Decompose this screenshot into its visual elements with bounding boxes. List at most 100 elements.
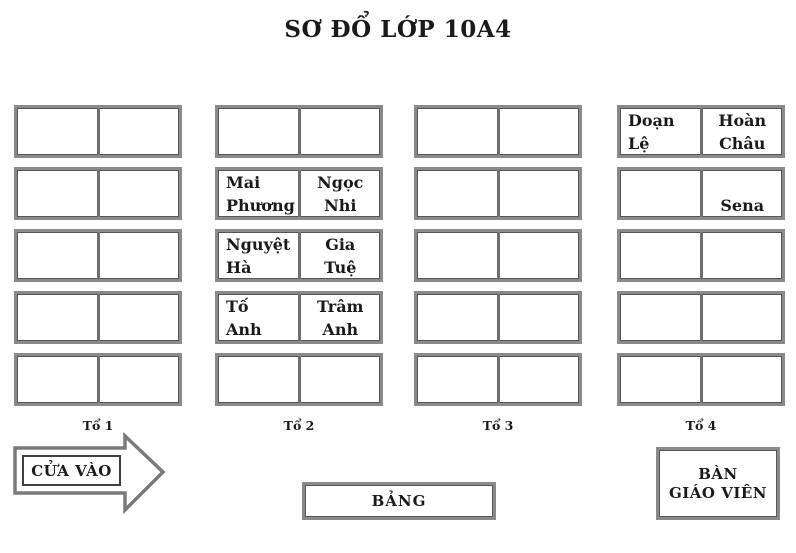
student-name-line xyxy=(100,233,180,256)
seat-right xyxy=(96,170,180,217)
page-title: SƠ ĐỔ LỚP 10A4 xyxy=(284,16,512,43)
teacher-desk-box: BÀN GIÁO VIÊN xyxy=(656,447,780,520)
student-name-line xyxy=(703,380,783,403)
student-name-line xyxy=(703,295,783,318)
student-name-line xyxy=(500,132,580,155)
student-name-line: Lệ xyxy=(628,134,650,153)
student-name-line: Anh xyxy=(322,320,359,339)
student-name-line xyxy=(100,256,180,279)
teacher-desk-line2: GIÁO VIÊN xyxy=(668,483,768,502)
seat-left xyxy=(17,170,97,217)
desk: Sena xyxy=(617,167,785,220)
student-name-line xyxy=(703,318,783,341)
seat-right xyxy=(699,294,783,341)
student-name-line: Châu xyxy=(719,134,766,153)
student-name-line: Phương xyxy=(226,196,295,215)
seat-right xyxy=(96,356,180,403)
desk xyxy=(14,291,182,344)
student-name-line xyxy=(620,380,700,403)
entrance-label: CỬA VÀO xyxy=(22,455,121,486)
student-name-line: Hoàn xyxy=(718,111,767,130)
seat-left xyxy=(620,232,700,279)
student-name-line xyxy=(17,194,97,217)
student-name-line xyxy=(100,380,180,403)
student-name-line xyxy=(17,357,97,380)
seat-left xyxy=(620,170,700,217)
group-label: Tổ 2 xyxy=(283,418,315,433)
student-name-line xyxy=(620,295,700,318)
desk-group-3: Tổ 3 xyxy=(414,105,582,433)
student-name-line: Tố xyxy=(226,297,249,316)
seat-left xyxy=(417,356,497,403)
student-name-line xyxy=(17,318,97,341)
student-name-line xyxy=(500,380,580,403)
group-label: Tổ 4 xyxy=(685,418,717,433)
desk xyxy=(215,353,383,406)
desk xyxy=(215,105,383,158)
group-label: Tổ 1 xyxy=(82,418,114,433)
student-name-line xyxy=(100,357,180,380)
student-name-line xyxy=(500,295,580,318)
desk xyxy=(14,229,182,282)
desk-group-1: Tổ 1 xyxy=(14,105,182,433)
seat-left xyxy=(17,356,97,403)
student-name-line: Gia xyxy=(325,235,356,254)
seat-left xyxy=(17,108,97,155)
desk xyxy=(414,291,582,344)
student-name-line xyxy=(301,132,381,155)
student-name-line xyxy=(620,194,700,217)
group-label: Tổ 3 xyxy=(482,418,514,433)
seat-right xyxy=(496,294,580,341)
student-name-line: Tuệ xyxy=(324,258,357,277)
seat-left xyxy=(218,356,298,403)
student-name-line: Hà xyxy=(226,258,252,277)
student-name-line xyxy=(17,171,97,194)
student-name-line xyxy=(500,109,580,132)
seat-right xyxy=(96,232,180,279)
teacher-desk-line1: BÀN xyxy=(698,464,738,483)
desk xyxy=(14,353,182,406)
board-box: BẢNG xyxy=(302,482,496,520)
student-name-line xyxy=(417,194,497,217)
seat-left xyxy=(417,294,497,341)
seat-right xyxy=(496,108,580,155)
student-name-line xyxy=(417,171,497,194)
desk xyxy=(14,167,182,220)
desk xyxy=(14,105,182,158)
desk xyxy=(414,353,582,406)
seat-right: Sena xyxy=(699,170,783,217)
student-name-line xyxy=(218,132,298,155)
student-name-line xyxy=(17,256,97,279)
desk xyxy=(617,229,785,282)
desk xyxy=(414,229,582,282)
seat-right xyxy=(496,356,580,403)
student-name-line: Trâm xyxy=(317,297,364,316)
student-name-line xyxy=(417,357,497,380)
seat-left xyxy=(17,294,97,341)
desk xyxy=(414,105,582,158)
student-name-line: Nhi xyxy=(324,196,357,215)
student-name-line: Ngọc xyxy=(317,173,364,192)
student-name-line xyxy=(703,256,783,279)
student-name-line xyxy=(620,318,700,341)
student-name-line xyxy=(620,171,700,194)
student-name-line xyxy=(301,357,381,380)
student-name-line xyxy=(417,233,497,256)
seat-right xyxy=(96,294,180,341)
seat-right xyxy=(297,108,381,155)
student-name-line xyxy=(17,295,97,318)
student-name-line xyxy=(703,233,783,256)
seat-left xyxy=(417,232,497,279)
student-name-line: Mai xyxy=(226,173,261,192)
student-name-line xyxy=(703,357,783,380)
